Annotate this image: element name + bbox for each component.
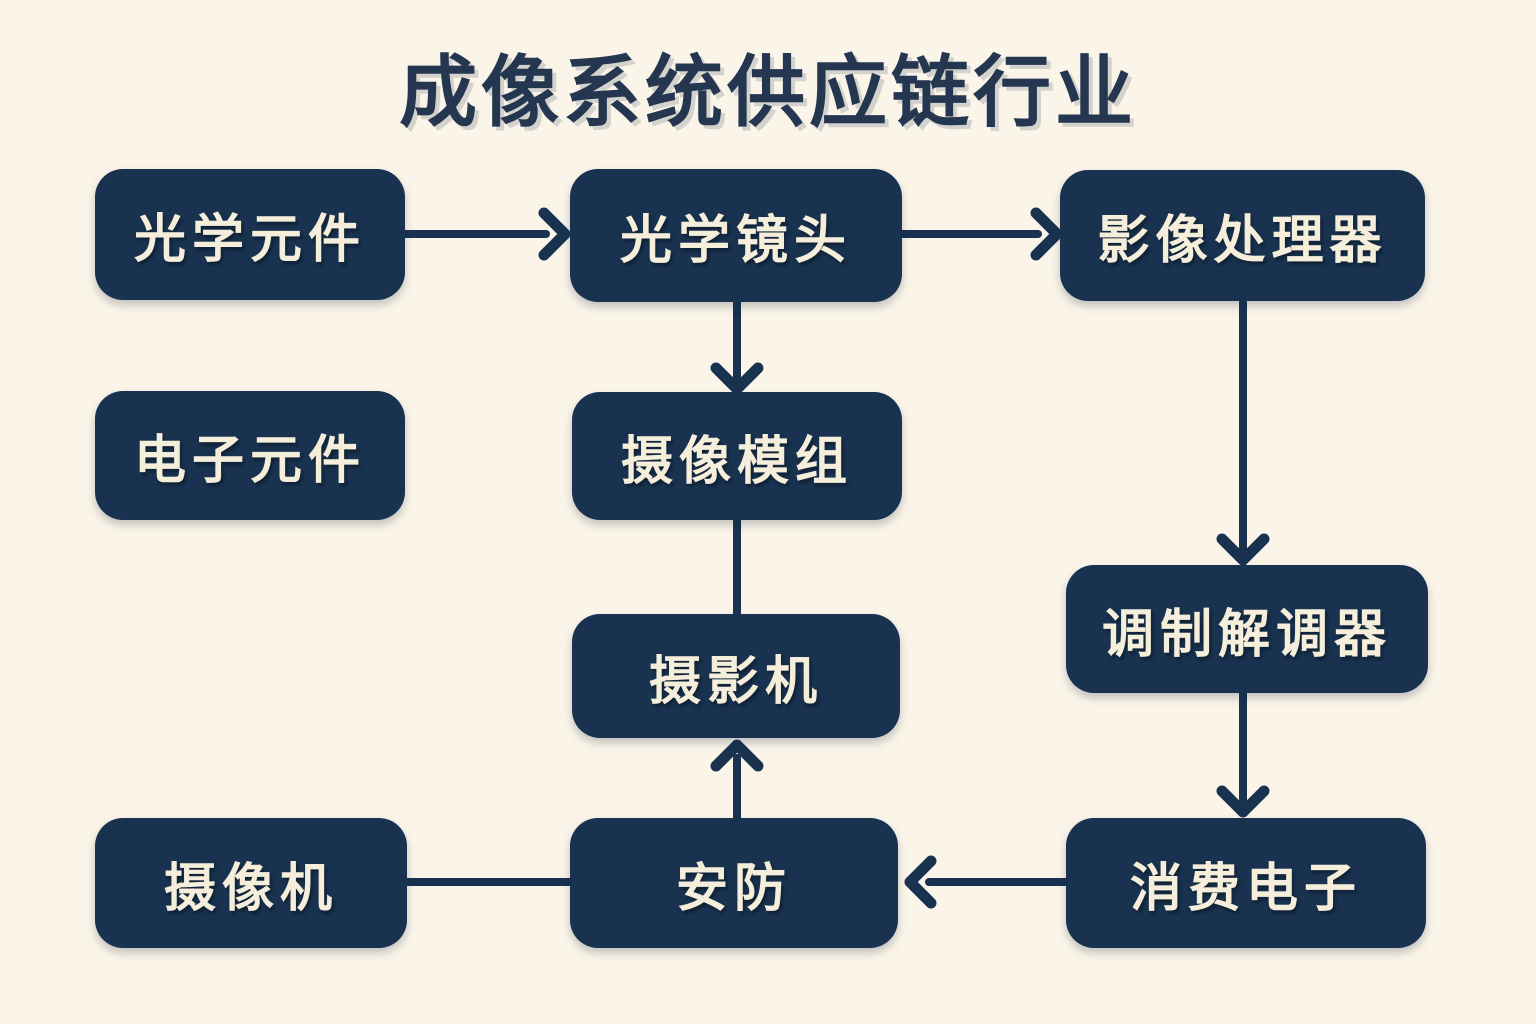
node-video-camera: 摄影机 <box>572 614 900 738</box>
node-security: 安防 <box>570 818 898 948</box>
node-image-processor: 影像处理器 <box>1060 170 1425 301</box>
node-consumer-electronics: 消费电子 <box>1066 818 1426 948</box>
node-optical-components: 光学元件 <box>95 169 405 300</box>
page-title: 成像系统供应链行业 <box>398 48 1137 136</box>
edge-modem-to-consumer-electronics <box>1216 689 1270 818</box>
node-modem: 调制解调器 <box>1066 565 1428 693</box>
node-optical-lens: 光学镜头 <box>570 169 902 302</box>
node-electronic-components: 电子元件 <box>95 391 405 520</box>
edge-security-to-video-camera <box>710 739 764 822</box>
edge-consumer-electronics-to-security <box>904 855 1070 909</box>
node-camera-module: 摄像模组 <box>572 392 902 520</box>
edge-optical-components-to-optical-lens <box>401 207 571 261</box>
edge-optical-lens-to-image-processor <box>898 207 1063 261</box>
node-camera: 摄像机 <box>95 818 407 948</box>
edge-image-processor-to-modem <box>1216 298 1270 566</box>
edge-optical-lens-to-camera-module <box>710 298 764 395</box>
